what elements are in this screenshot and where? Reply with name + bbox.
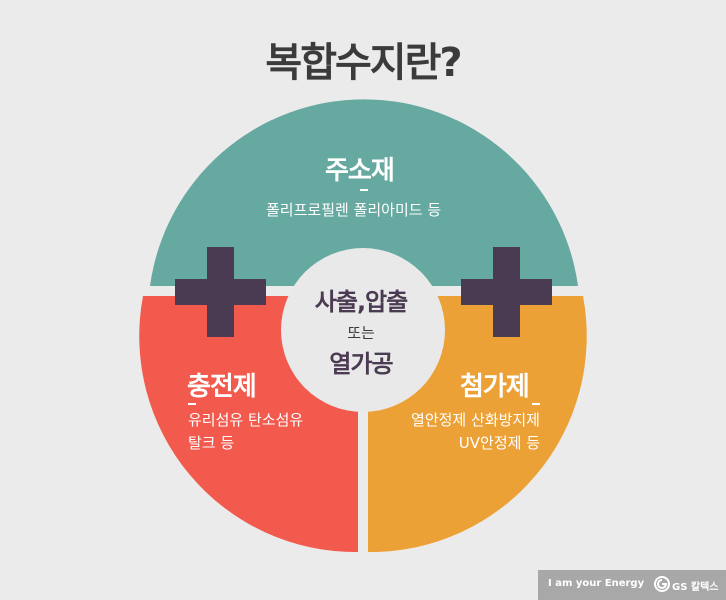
center-text-line3: 열가공 <box>329 350 393 378</box>
page-title: 복합수지란? <box>265 40 462 86</box>
left-segment-desc-line2: 탈크 등 <box>188 434 235 452</box>
left-segment-divider <box>188 403 196 405</box>
left-segment-desc-line1: 유리섬유 탄소섬유 <box>188 411 304 429</box>
right-segment-desc-line2: UV안정제 등 <box>458 434 540 452</box>
right-segment-desc-line1: 열안정제 산화방지제 <box>411 411 540 429</box>
footer-brand-bar: I am your Energy GS 칼텍스 <box>538 570 726 600</box>
top-segment <box>150 99 578 286</box>
right-segment-title: 첨가제 <box>460 372 530 402</box>
top-segment-divider <box>360 189 368 191</box>
plus-icon <box>461 247 552 337</box>
plus-icon <box>175 247 266 337</box>
gs-logo-icon <box>654 576 670 592</box>
footer-brand: GS 칼텍스 <box>672 582 719 593</box>
left-segment-title: 충전제 <box>187 372 257 402</box>
center-text-line2: 또는 <box>347 324 375 342</box>
top-segment-desc: 폴리프로필렌 폴리아미드 등 <box>266 201 442 219</box>
footer-slogan: I am your Energy <box>548 578 645 589</box>
center-circle <box>281 248 445 412</box>
center-text-line1: 사출,압출 <box>314 288 408 316</box>
top-segment-title: 주소재 <box>325 156 395 186</box>
right-segment-divider <box>532 403 540 405</box>
